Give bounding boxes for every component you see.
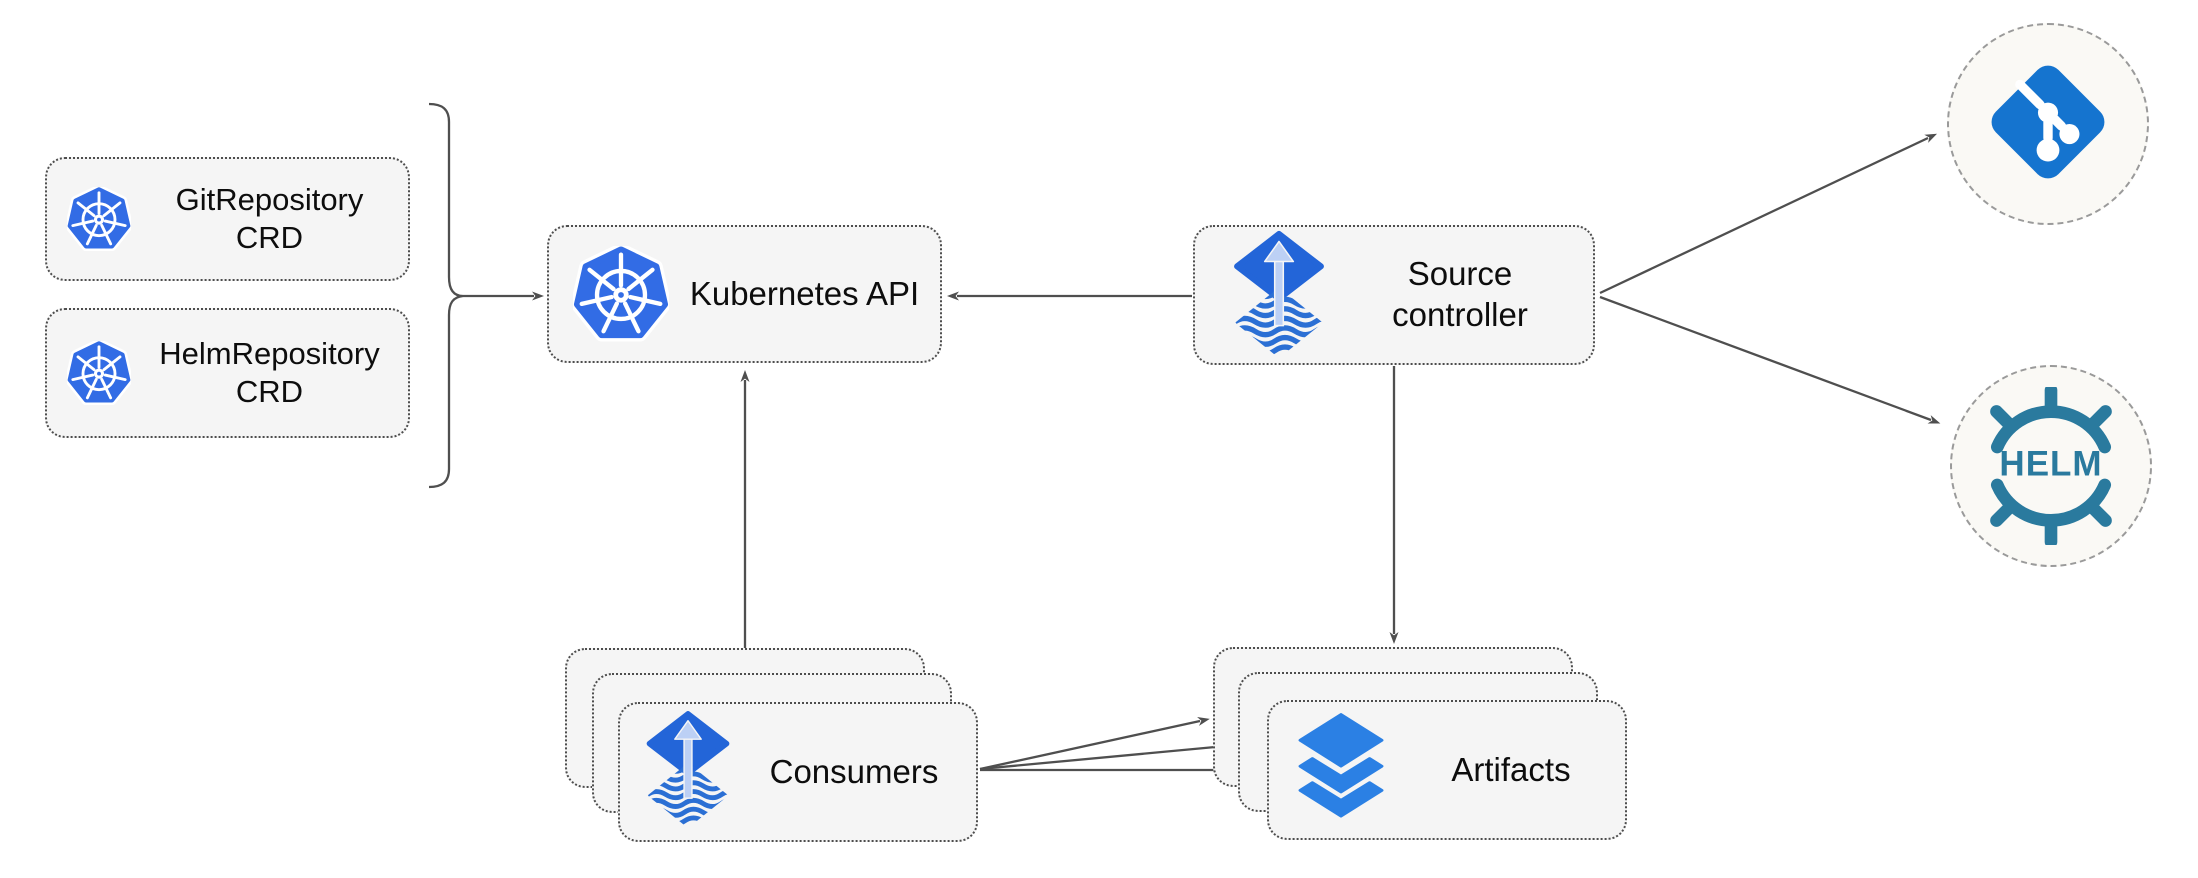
node-gitrepository-crd: GitRepository CRD: [45, 157, 410, 281]
node-label: HelmRepository CRD: [131, 335, 408, 412]
edge-consumers-to-artifacts-2: [979, 741, 1236, 771]
node-kubernetes-api: Kubernetes API: [547, 225, 942, 363]
node-label-line1: Source: [1407, 255, 1513, 293]
node-label-text: Consumers: [769, 753, 939, 790]
node-label-text: Artifacts: [1451, 751, 1571, 788]
edge-consumers-to-artifacts-1: [979, 717, 1210, 771]
crd-group-bracket: [428, 102, 464, 489]
kubernetes-icon: [573, 246, 669, 342]
node-label-line2: CRD: [235, 220, 304, 255]
node-label-line2: controller: [1392, 296, 1528, 333]
node-label-line1: HelmRepository: [159, 335, 380, 371]
node-git-remote: [1947, 23, 2149, 225]
node-label: Artifacts: [1397, 751, 1625, 789]
node-consumers: Consumers: [618, 702, 978, 842]
flux-icon: [1231, 230, 1327, 360]
node-helmrepository-crd: HelmRepository CRD: [45, 308, 410, 438]
node-helm-remote: HELM: [1950, 365, 2152, 567]
edge-source-controller-to-git: [1599, 133, 1938, 295]
node-label-text: Kubernetes API: [689, 274, 920, 312]
helm-icon: HELM: [1972, 387, 2130, 545]
node-label: Source controller: [1327, 254, 1593, 336]
node-label-line2: CRD: [235, 374, 304, 409]
node-label-line1: GitRepository: [175, 181, 364, 217]
node-label: GitRepository CRD: [131, 181, 408, 258]
node-label: Kubernetes API: [669, 274, 940, 315]
edge-source-controller-to-helm: [1599, 295, 1941, 424]
layers-icon: [1285, 709, 1397, 832]
node-source-controller: Source controller: [1193, 225, 1595, 365]
kubernetes-icon: [67, 341, 131, 405]
kubernetes-icon: [67, 187, 131, 251]
helm-logo-text: HELM: [1999, 444, 2103, 484]
node-label: Consumers: [732, 753, 976, 791]
node-artifacts: Artifacts: [1267, 700, 1627, 840]
flux-icon: [644, 710, 732, 835]
git-icon: [1981, 55, 2115, 194]
